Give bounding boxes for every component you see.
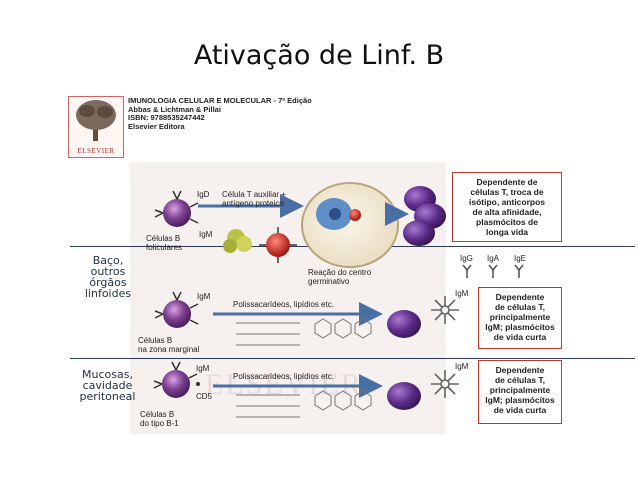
igd-label: IgD	[197, 190, 210, 199]
t-helper-label: Célula T auxiliar +antígeno proteico	[222, 190, 286, 208]
b1-cell	[153, 361, 200, 398]
marginal-zone-b-cell	[154, 291, 199, 328]
igm-pentamer-2	[431, 296, 459, 324]
isotype-igg: IgG	[460, 254, 473, 263]
follicular-b-cell	[154, 190, 199, 227]
book-isbn: ISBN: 9788535247442	[128, 113, 205, 123]
t-helper-cell	[259, 227, 297, 263]
book-publisher: Elsevier Editora	[128, 122, 185, 132]
elsevier-logo: ELSEVIER	[77, 147, 115, 155]
marginal-arrow-label: Polissacarídeos, lipídios etc.	[233, 300, 334, 309]
side-label-mucosa: Mucosas,cavidade peritoneal	[79, 368, 136, 403]
antigen-icon	[223, 229, 252, 253]
book-title: IMUNOLOGIA CELULAR E MOLECULAR - 7ª Ediç…	[128, 96, 312, 105]
igm-ab-label-3: IgM	[455, 362, 469, 371]
igm-label-1: IgM	[199, 230, 213, 239]
polysaccharide-chains	[236, 318, 372, 346]
long-lived-plasma-cells	[403, 186, 446, 246]
polysaccharide-chains-b1	[236, 390, 372, 418]
short-lived-plasma-cell-2	[387, 310, 421, 338]
cd5-label: CD5	[196, 392, 213, 401]
igm-ab-label-2: IgM	[455, 289, 469, 298]
isotype-ige: IgE	[514, 254, 527, 263]
tree-logo-icon	[76, 100, 116, 141]
isotype-antibodies	[462, 264, 524, 278]
book-authors: Abbas & Lichtman & Pillai	[128, 104, 221, 114]
slide-title: Ativação de Linf. B	[193, 40, 445, 71]
isotype-iga: IgA	[487, 254, 500, 263]
book-cover: ELSEVIER	[68, 96, 124, 158]
igm-label-2: IgM	[197, 292, 211, 301]
book-info: IMUNOLOGIA CELULAR E MOLECULAR - 7ª Ediç…	[128, 96, 312, 132]
b1-arrow-label: Polissacarídeos, lipídios etc.	[233, 372, 334, 381]
divider-bottom	[70, 358, 635, 359]
igm-pentamer-3	[431, 370, 459, 398]
short-lived-plasma-cell-3	[387, 382, 421, 410]
igm-label-3: IgM	[196, 364, 210, 373]
germinal-center	[301, 182, 399, 268]
